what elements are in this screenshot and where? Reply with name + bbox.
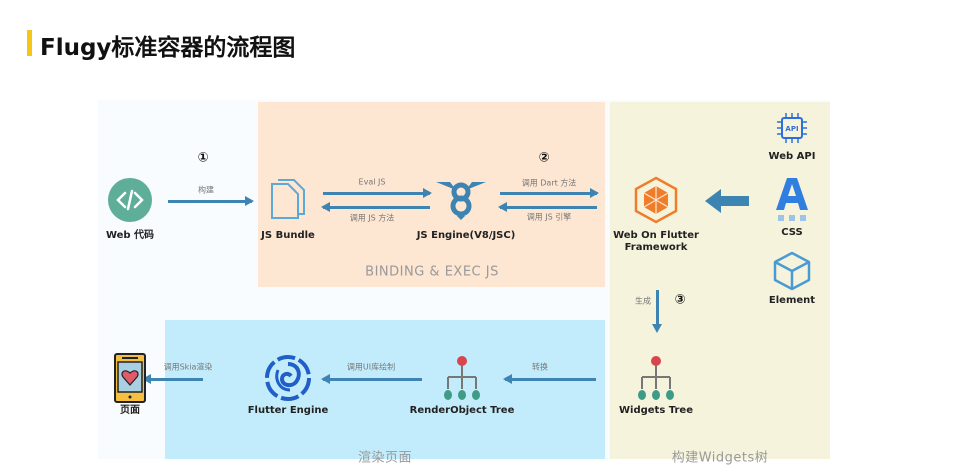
call-engine-arrow	[498, 202, 597, 212]
code-icon	[108, 178, 152, 222]
convert-arrow	[503, 374, 596, 384]
skia-label: 调用Skia渲染	[163, 362, 213, 372]
generate-arrow-head	[652, 324, 662, 333]
flutter-engine-label: Flutter Engine	[247, 405, 329, 416]
call-engine-label: 调用 JS 引擎	[526, 212, 572, 222]
element-box-icon	[773, 251, 811, 291]
web-api-label: Web API	[768, 151, 816, 162]
page-label: 页面	[120, 405, 140, 416]
call-js-label: 调用 JS 方法	[349, 213, 395, 223]
widgets-tree-label: Widgets Tree	[619, 405, 693, 416]
inputs-arrow	[705, 189, 749, 213]
framework-cube-icon	[634, 176, 678, 224]
generate-label: 生成	[635, 296, 651, 306]
wof-label-2: Framework	[624, 242, 688, 253]
css-label: CSS	[781, 227, 803, 238]
chip-icon: API	[777, 113, 807, 143]
skia-arrow	[142, 374, 203, 384]
document-icon	[271, 179, 305, 219]
eval-label: Eval JS	[358, 177, 386, 187]
widgets-tree-icon	[638, 356, 674, 400]
draw-label: 调用UI库绘制	[346, 362, 396, 372]
step-1: ①	[197, 150, 209, 166]
binding-section-label: BINDING & EXEC JS	[365, 264, 499, 280]
widgets-section-label: 构建Widgets树	[671, 450, 769, 466]
phone-page-icon	[114, 353, 146, 403]
widgets-section	[610, 102, 830, 459]
api-badge: API	[785, 125, 798, 133]
step-3: ③	[674, 292, 686, 308]
render-section	[165, 320, 605, 459]
call-dart-label: 调用 Dart 方法	[521, 178, 577, 188]
flutter-engine-icon	[265, 355, 311, 401]
page-title: Flugy标准容器的流程图	[40, 35, 296, 61]
title-accent-bar	[27, 30, 32, 56]
wof-label-1: Web On Flutter	[613, 230, 699, 241]
element-label: Element	[768, 295, 816, 306]
step-2: ②	[538, 150, 550, 166]
render-tree-label: RenderObject Tree	[409, 405, 515, 416]
eval-arrow	[323, 188, 432, 198]
build-label: 构建	[198, 185, 214, 195]
draw-arrow	[321, 374, 422, 384]
generate-arrow	[656, 290, 659, 326]
v8-icon	[436, 182, 486, 220]
render-tree-icon	[444, 356, 480, 400]
web-code-label: Web 代码	[105, 230, 155, 241]
js-bundle-label: JS Bundle	[261, 230, 315, 241]
build-arrow	[168, 196, 254, 206]
call-dart-arrow	[500, 188, 599, 198]
render-section-label: 渲染页面	[357, 450, 413, 466]
convert-label: 转换	[532, 362, 548, 372]
css-letter-icon	[776, 178, 808, 221]
js-engine-label: JS Engine(V8/JSC)	[416, 230, 516, 241]
call-js-arrow	[321, 202, 430, 212]
